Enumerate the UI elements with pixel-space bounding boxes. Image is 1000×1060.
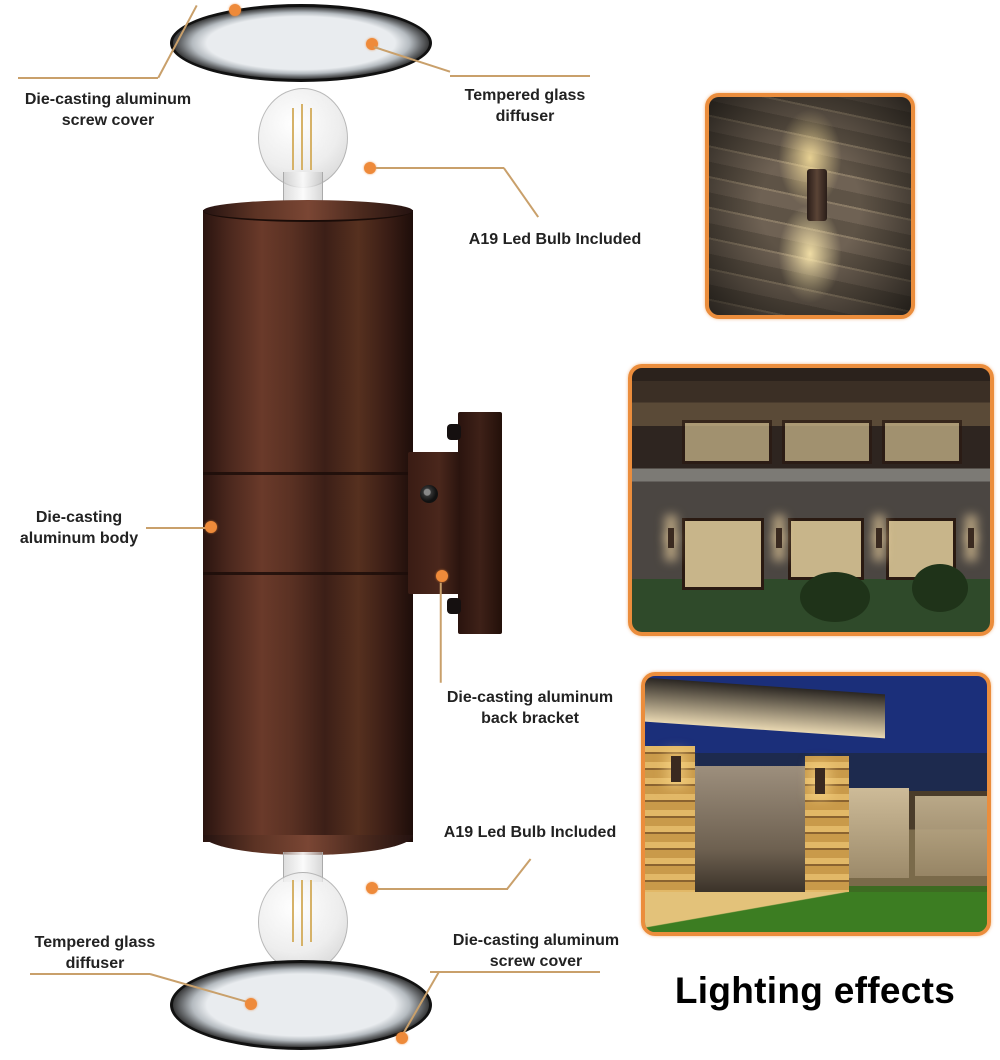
callout-line-1: Die-casting aluminum: [452, 932, 620, 949]
patio-opening: [695, 766, 805, 906]
bottom-bulb-icon: [258, 872, 348, 972]
callout-leader: [506, 858, 531, 890]
callout-line-2: aluminum body: [19, 530, 139, 547]
lamp-body-seam: [203, 572, 413, 575]
lawn: [645, 892, 987, 932]
callout-leader: [450, 75, 590, 77]
bottom-bulb-filament: [301, 880, 303, 946]
roof: [645, 677, 885, 739]
callout-dot: [396, 1032, 408, 1044]
callout-line-1: A19 Led Bulb Included: [443, 824, 617, 841]
callout-top-glass-diffuser: Tempered glass diffuser: [450, 85, 600, 127]
callout-leader: [430, 971, 600, 973]
stone-pillar: [645, 746, 695, 906]
callout-line-2: screw cover: [489, 953, 583, 970]
callout-leader: [376, 167, 504, 169]
top-bulb-filament: [301, 104, 303, 170]
photo-patio: [641, 672, 991, 936]
screw-icon: [420, 485, 438, 503]
callout-bottom-screw-cover: Die-casting aluminum screw cover: [436, 930, 636, 972]
top-bulb-neck: [283, 172, 323, 202]
window: [682, 518, 764, 590]
bush: [912, 564, 968, 612]
bottom-bulb-filament: [310, 880, 312, 942]
back-bracket-plate: [458, 412, 502, 634]
bracket-knob-icon: [447, 598, 461, 614]
sconce-icon: [968, 528, 974, 548]
bracket-knob-icon: [447, 424, 461, 440]
callout-leader: [503, 167, 540, 218]
photo-stone-wall: [705, 93, 915, 319]
lamp-body-bottom-rim: [203, 835, 413, 855]
callout-line-1: Die-casting aluminum: [446, 689, 614, 706]
callout-leader: [378, 888, 508, 890]
sconce-icon: [815, 768, 825, 794]
top-bulb-icon: [258, 88, 348, 188]
sconce-icon: [671, 756, 681, 782]
top-diffuser-ring: [170, 4, 432, 82]
callout-leader: [30, 973, 150, 975]
callout-dot: [364, 162, 376, 174]
window: [882, 420, 962, 464]
callout-line-1: Die-casting aluminum: [24, 91, 192, 108]
bottom-bulb-filament: [292, 880, 294, 942]
back-bracket-arm: [408, 452, 460, 594]
lamp-body: [203, 210, 413, 842]
garden-wall: [915, 796, 987, 876]
callout-back-bracket: Die-casting aluminum back bracket: [432, 687, 628, 729]
lighting-effects-heading: Lighting effects: [674, 970, 956, 1011]
photo-house-facade: [628, 364, 994, 636]
callout-line-2: diffuser: [65, 955, 125, 972]
bush: [800, 572, 870, 622]
callout-body: Die-casting aluminum body: [4, 507, 154, 549]
callout-top-bulb: A19 Led Bulb Included: [450, 229, 660, 250]
callout-dot: [229, 4, 241, 16]
garden-wall: [849, 788, 909, 878]
sconce-icon: [776, 528, 782, 548]
callout-leader: [440, 582, 442, 683]
top-bulb-filament: [310, 108, 312, 170]
sconce-icon: [876, 528, 882, 548]
callout-bottom-glass-diffuser: Tempered glass diffuser: [20, 932, 170, 974]
window: [788, 518, 864, 580]
callout-line-1: Die-casting: [35, 509, 123, 526]
callout-dot: [245, 998, 257, 1010]
bottom-diffuser-ring: [170, 960, 432, 1050]
callout-line-1: A19 Led Bulb Included: [468, 231, 642, 248]
window: [782, 420, 872, 464]
callout-leader: [146, 527, 208, 529]
callout-dot: [205, 521, 217, 533]
stone-pillar: [805, 756, 849, 906]
callout-dot: [366, 882, 378, 894]
window: [682, 420, 772, 464]
sconce-icon: [668, 528, 674, 548]
lamp-body-seam: [203, 472, 413, 475]
callout-line-2: back bracket: [481, 710, 579, 727]
callout-line-1: Tempered glass: [34, 934, 156, 951]
callout-leader: [18, 77, 158, 79]
callout-top-screw-cover: Die-casting aluminum screw cover: [8, 89, 208, 131]
callout-dot: [436, 570, 448, 582]
callout-line-1: Tempered glass: [464, 87, 586, 104]
callout-line-2: screw cover: [61, 112, 155, 129]
lamp-body-top-rim: [203, 200, 413, 222]
top-bulb-filament: [292, 108, 294, 170]
callout-line-2: diffuser: [495, 108, 555, 125]
callout-bottom-bulb: A19 Led Bulb Included: [430, 822, 630, 843]
